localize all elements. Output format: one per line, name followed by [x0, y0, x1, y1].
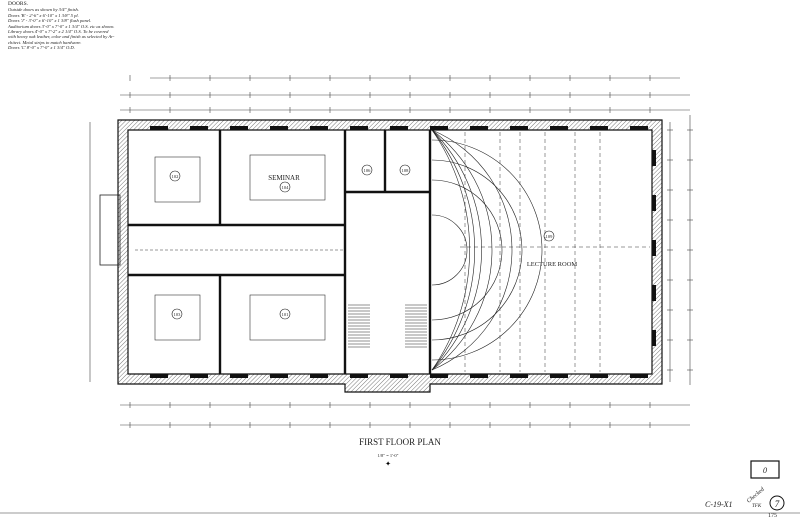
svg-text:104: 104 [282, 185, 290, 190]
window [150, 126, 168, 130]
door-notes: DOORS. Outside doors as shown by 3/4" fi… [8, 1, 115, 51]
window [652, 330, 656, 346]
window [652, 195, 656, 211]
room-name-lecture-room: LECTURE ROOM [527, 261, 578, 268]
checked-signature: Checked [746, 486, 766, 505]
notes-line: Outside doors as shown by 3/4" finish. [8, 7, 79, 13]
plan-title: FIRST FLOOR PLAN [359, 437, 441, 447]
dimension-lines [89, 75, 693, 428]
circle-number: 7 [775, 499, 780, 509]
svg-text:101: 101 [282, 312, 289, 317]
north-arrow-icon: ✦ [385, 460, 391, 468]
seating-arc [431, 139, 543, 361]
page-number: 175 [768, 513, 777, 518]
stamp-box [750, 460, 780, 479]
interior-walls [128, 130, 432, 374]
notes-line: Doors 'B' - 2'-6" x 6'-10" x 1 3/8" 5 pl… [8, 12, 79, 18]
window [310, 126, 328, 130]
notes-line: Doors 'J' - 3'-0" x 6'-10" x 1 3/8" flus… [8, 18, 92, 24]
seating-arc [431, 159, 523, 341]
window [652, 240, 656, 256]
window [430, 126, 448, 130]
lecture-room-aisles [460, 132, 650, 372]
window [310, 374, 328, 378]
seating-arc [431, 214, 468, 286]
svg-text:109: 109 [546, 234, 554, 239]
window [270, 126, 288, 130]
window [390, 374, 408, 378]
notes-line: chitect. Metal strips to match hardware. [8, 39, 82, 45]
svg-text:102: 102 [172, 174, 179, 179]
room-name-seminar: SEMINAR [268, 174, 300, 182]
window [470, 126, 488, 130]
window [510, 126, 528, 130]
svg-text:108: 108 [402, 168, 410, 173]
plan-scale: 1/8" = 1'-0" [377, 453, 398, 458]
svg-text:106: 106 [364, 168, 372, 173]
lecture-room-seating-arcs [431, 129, 543, 371]
exterior-walls [99, 119, 663, 393]
seating-arc [431, 129, 493, 371]
room-106: 106 [361, 164, 373, 176]
room-102: 102 [169, 170, 181, 182]
seating-arc [431, 129, 513, 371]
window [350, 126, 368, 130]
seating-arc [431, 129, 482, 371]
initials: TFK [752, 504, 762, 509]
windows [150, 126, 656, 378]
window [470, 374, 488, 378]
seating-arc [431, 129, 470, 371]
window [230, 374, 248, 378]
seating-arc [431, 129, 475, 371]
notes-line: with heavy oak leather, color and finish… [8, 34, 115, 40]
room-109: 109 [543, 230, 555, 242]
window [590, 126, 608, 130]
notes-line: Doors 'C' 8'-0" x 7'-0" x 1 3/4" O.D. [8, 45, 75, 51]
window [270, 374, 288, 378]
window [510, 374, 528, 378]
seating-arc [431, 179, 503, 321]
stamp-number: 0 [763, 466, 767, 475]
window [230, 126, 248, 130]
room-108: 108 [399, 164, 411, 176]
window [550, 374, 568, 378]
window [590, 374, 608, 378]
sheet-code: C-19-X1 [705, 500, 733, 509]
room-101: 101 [279, 308, 291, 320]
window [350, 374, 368, 378]
stairs [348, 304, 427, 348]
notes-heading: DOORS. [8, 1, 29, 7]
notes-line: Library doors 4'-0" x 7'-2" x 2 1/4" O.S… [8, 29, 109, 35]
window [190, 126, 208, 130]
window [630, 374, 648, 378]
window [150, 374, 168, 378]
window [652, 285, 656, 301]
window [550, 126, 568, 130]
room-labels: 102 SEMINAR 104 106 108 103 101 109 LECT… [169, 164, 578, 320]
entrance-steps [99, 194, 121, 266]
window [190, 374, 208, 378]
window [390, 126, 408, 130]
notes-line: Auditorium doors 3'-0" x 7'-0" x 1 3/4" … [8, 23, 115, 29]
window [652, 150, 656, 166]
room-104: 104 [279, 181, 291, 193]
window [430, 374, 448, 378]
room-103: 103 [171, 308, 183, 320]
svg-text:103: 103 [174, 312, 182, 317]
ceiling-fixtures [135, 154, 345, 341]
window [630, 126, 648, 130]
